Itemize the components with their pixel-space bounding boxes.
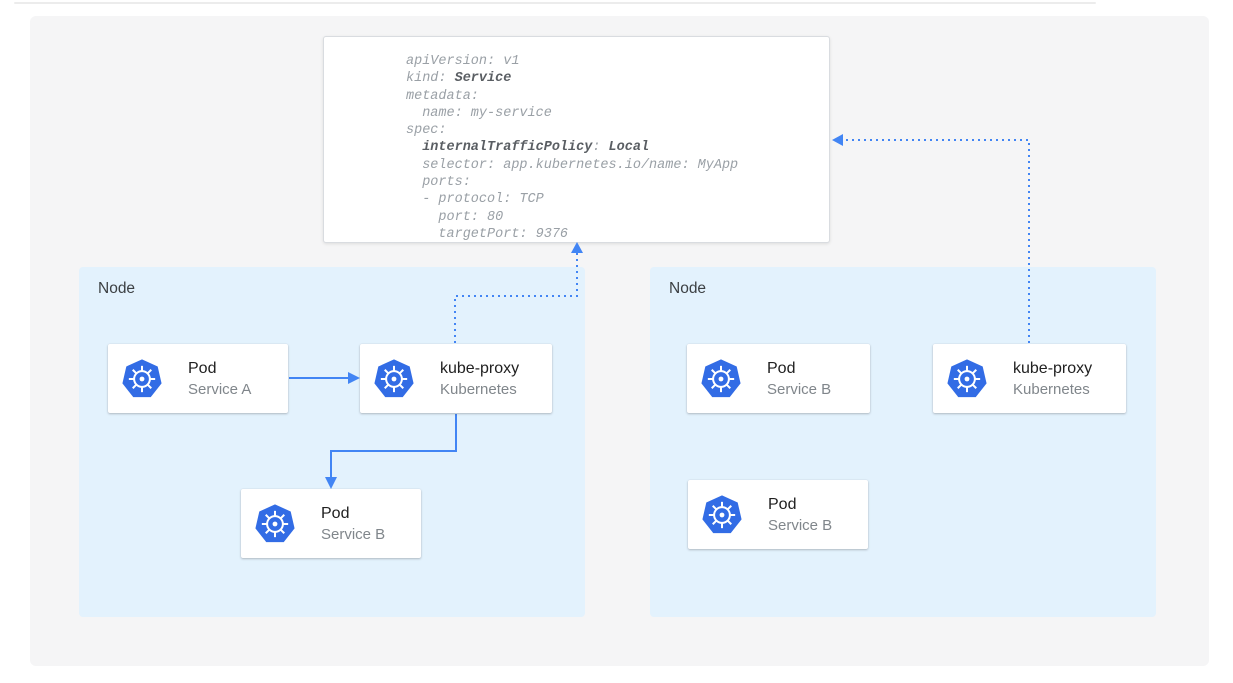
- card-title: Pod: [767, 359, 796, 377]
- yaml-line: spec:: [406, 123, 447, 139]
- card-title: Pod: [321, 504, 350, 522]
- card-title: kube-proxy: [1013, 359, 1093, 377]
- card-subtitle: Service B: [768, 516, 833, 534]
- yaml-line: ports:: [406, 175, 471, 191]
- yaml-line: - protocol: TCP: [406, 192, 544, 208]
- card-title: kube-proxy: [440, 359, 520, 377]
- kubernetes-icon: [374, 358, 414, 397]
- card-subtitle: Service B: [767, 380, 832, 398]
- card-subtitle: Service B: [321, 525, 386, 543]
- card-text: kube-proxy Kubernetes: [440, 358, 519, 400]
- card-text: Pod Service B: [768, 494, 832, 536]
- card-title: Pod: [188, 359, 217, 377]
- yaml-line: targetPort: 9376: [406, 226, 569, 242]
- card-text: Pod Service B: [321, 503, 385, 545]
- node-left-label: Node: [98, 280, 136, 297]
- card-title: Pod: [768, 495, 797, 513]
- card-pod-service-a: Pod Service A: [108, 344, 288, 413]
- card-pod-service-b-left: Pod Service B: [241, 489, 421, 558]
- node-right-label: Node: [669, 280, 707, 297]
- kubernetes-icon: [701, 358, 741, 397]
- node-right: Node: [650, 267, 1156, 617]
- yaml-line: metadata:: [406, 88, 479, 104]
- kubernetes-icon: [255, 503, 295, 542]
- card-subtitle: Kubernetes: [1013, 380, 1090, 398]
- top-divider: [14, 2, 1096, 4]
- yaml-line: internalTrafficPolicy: Local: [422, 140, 650, 156]
- card-kube-proxy-right: kube-proxy Kubernetes: [933, 344, 1126, 413]
- yaml-line: kind: Service: [406, 71, 512, 87]
- card-text: kube-proxy Kubernetes: [1013, 358, 1092, 400]
- yaml-line: name: my-service: [406, 105, 552, 121]
- kubernetes-icon: [947, 358, 987, 397]
- card-pod-service-b-right-bottom: Pod Service B: [688, 480, 868, 549]
- yaml-line: selector: app.kubernetes.io/name: MyApp: [406, 157, 739, 173]
- card-subtitle: Kubernetes: [440, 380, 517, 398]
- card-text: Pod Service A: [188, 358, 251, 400]
- kubernetes-icon: [702, 494, 742, 533]
- card-kube-proxy-left: kube-proxy Kubernetes: [360, 344, 552, 413]
- yaml-line: apiVersion: v1: [406, 54, 520, 69]
- card-pod-service-b-right-top: Pod Service B: [687, 344, 870, 413]
- card-text: Pod Service B: [767, 358, 831, 400]
- kubernetes-icon: [122, 358, 162, 397]
- yaml-line: port: 80: [406, 209, 504, 225]
- node-left: Node: [79, 267, 585, 617]
- card-subtitle: Service A: [188, 380, 252, 398]
